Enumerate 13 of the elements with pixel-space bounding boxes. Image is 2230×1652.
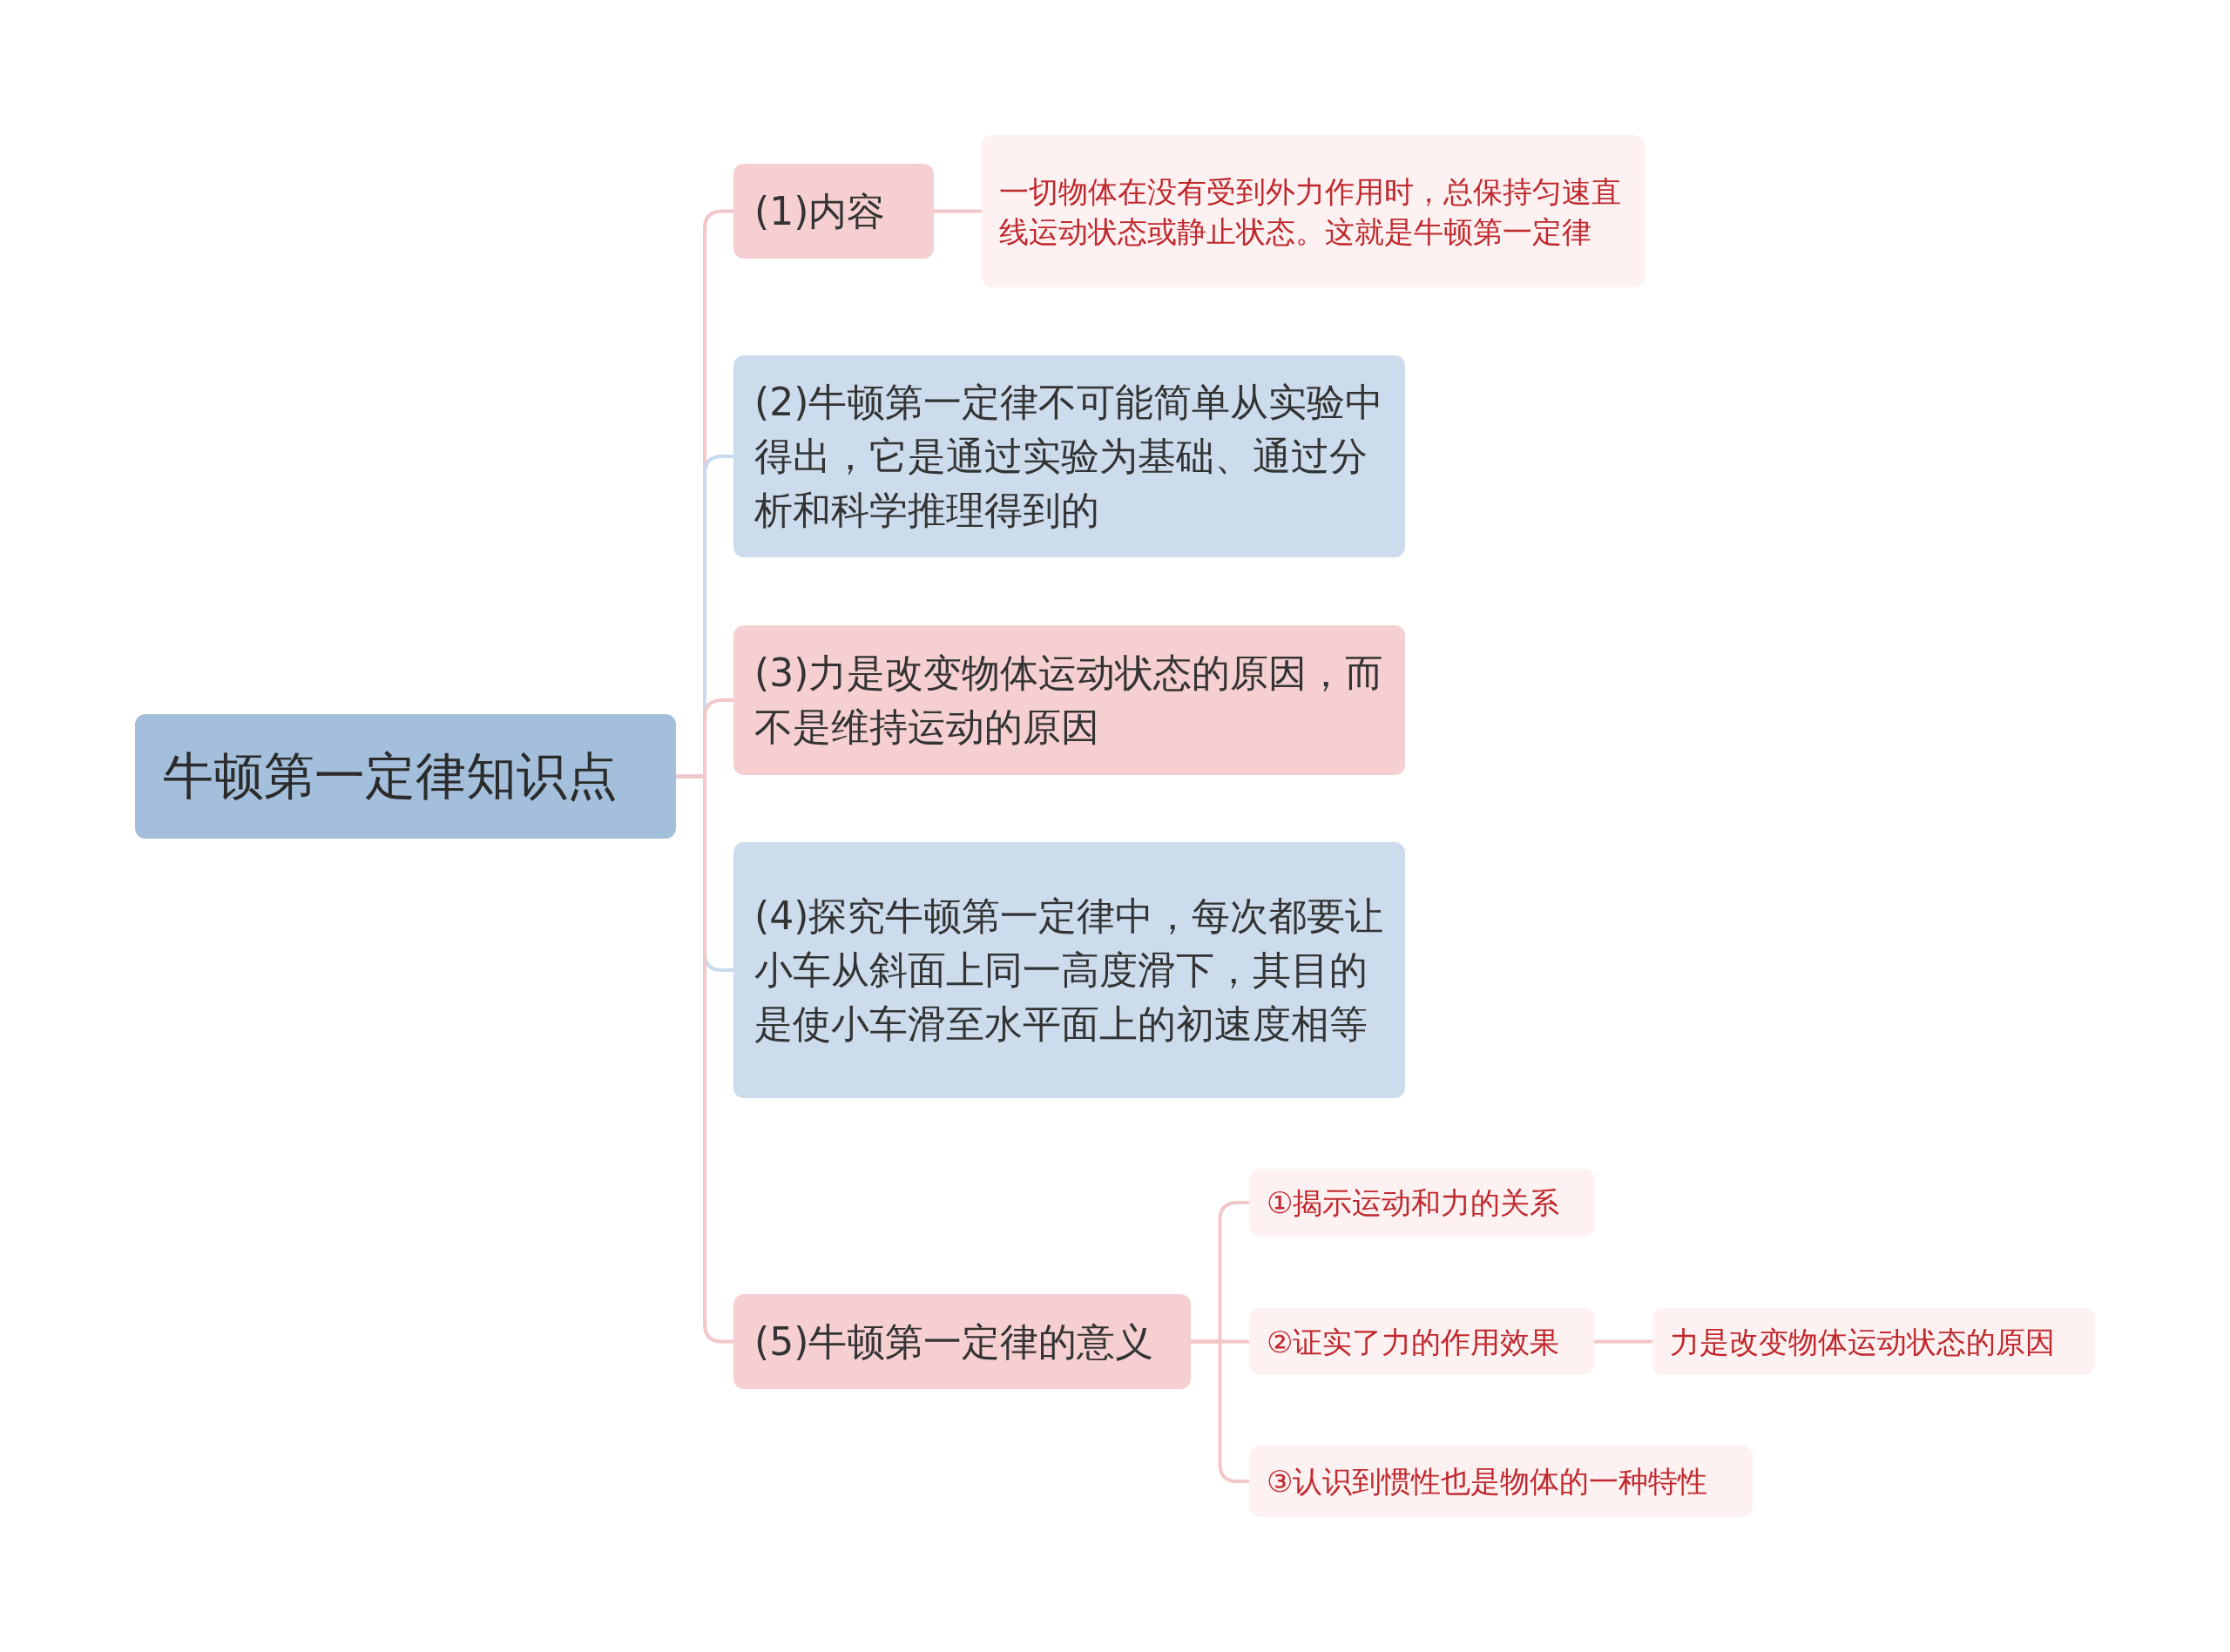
- topic-box: (4)探究牛顿第一定律中，每次都要让小车从斜面上同一高度滑下，其目的是使小车滑至水平面上的初速度相等: [733, 842, 1405, 1098]
- subtopic-box: ①揭示运动和力的关系: [1249, 1169, 1594, 1237]
- topic-box: (1)内容: [733, 164, 934, 259]
- subtopic-box: ③认识到惯性也是物体的一种特性: [1249, 1446, 1753, 1517]
- topic-box: (3)力是改变物体运动状态的原因，而不是维持运动的原因: [733, 625, 1405, 775]
- subtopic-box: 力是改变物体运动状态的原因: [1652, 1308, 2095, 1375]
- subtopic-box: 一切物体在没有受到外力作用时，总保持匀速直线运动状态或静止状态。这就是牛顿第一定律: [982, 135, 1645, 287]
- connector-line: [934, 209, 982, 213]
- topic-box: (5)牛顿第一定律的意义: [733, 1294, 1191, 1389]
- connector-line: [1594, 1339, 1652, 1344]
- topic-box: (2)牛顿第一定律不可能简单从实验中得出，它是通过实验为基础、通过分析和科学推理得到的: [733, 355, 1405, 557]
- root-topic: 牛顿第一定律知识点: [135, 714, 676, 839]
- subtopic-box: ②证实了力的作用效果: [1249, 1308, 1594, 1375]
